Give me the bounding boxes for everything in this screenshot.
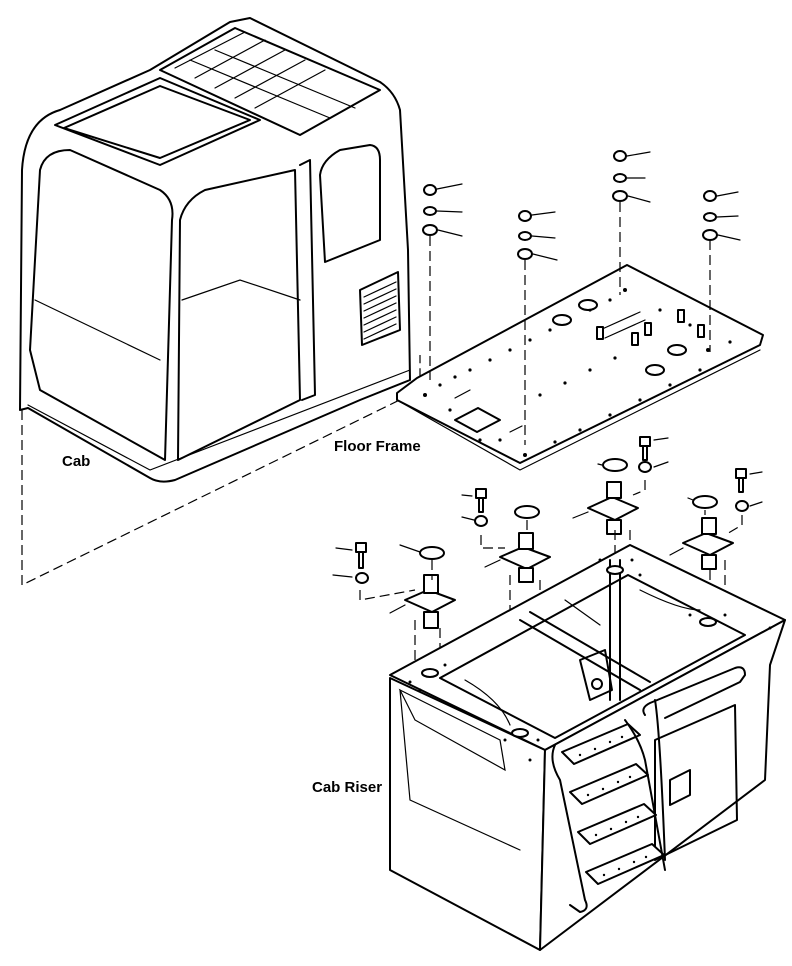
step-ladder	[551, 719, 666, 913]
floor-frame-label: Floor Frame	[334, 438, 421, 455]
cab-riser-label: Cab Riser	[312, 779, 383, 796]
cab-illustration	[19, 17, 411, 483]
top-fastener-stacks	[422, 150, 741, 445]
floor-frame-plate	[396, 264, 764, 471]
cab-riser-illustration	[389, 544, 786, 951]
cab-label: Cab	[62, 453, 91, 470]
